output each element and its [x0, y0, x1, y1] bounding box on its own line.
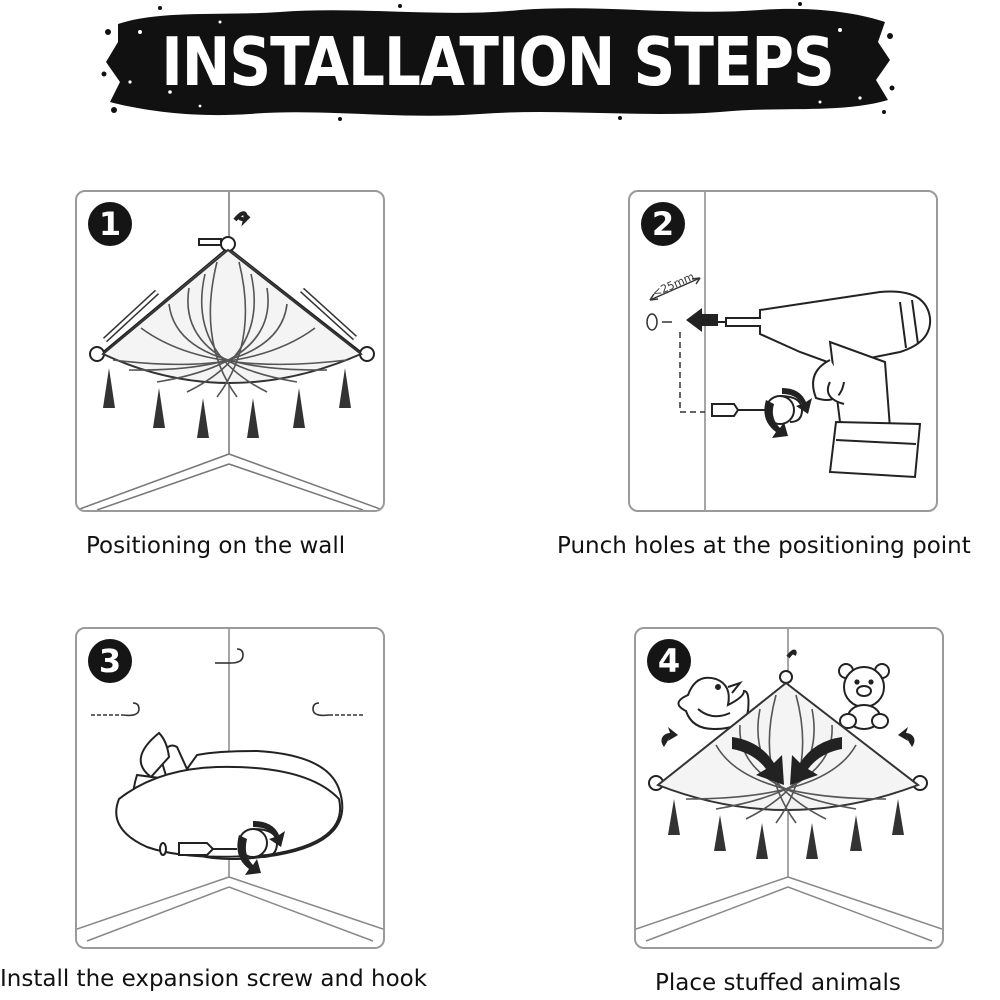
turn-arrow-icon	[661, 727, 678, 747]
ink-brush-background	[101, 2, 895, 121]
arrow-left-icon	[686, 308, 718, 332]
step-1-caption: Positioning on the wall	[86, 533, 346, 559]
step-number-badge: 2	[641, 202, 685, 246]
insert-arrow-icon	[732, 737, 784, 785]
depth-measurement-label: <25mm	[650, 270, 696, 300]
step-3-caption: Install the expansion screw and hook	[0, 966, 428, 992]
rubber-duck-icon	[677, 676, 750, 731]
step-1-panel: 1	[75, 190, 385, 512]
corner-net-positioning-illustration	[77, 192, 383, 510]
rotate-arrow-icon	[786, 649, 797, 659]
rotate-clockwise-icon	[764, 400, 788, 438]
title-banner: INSTALLATION STEPS	[100, 2, 895, 122]
step-2-caption: Punch holes at the positioning point	[557, 533, 971, 559]
drill-icon	[725, 290, 932, 479]
step-number-badge: 4	[647, 639, 691, 683]
page-title: INSTALLATION STEPS	[161, 22, 835, 102]
drill-hole-illustration: <25mm	[646, 192, 932, 510]
expansion-screw-illustration	[77, 629, 383, 942]
rotate-arrow-icon	[233, 211, 251, 227]
step-number-badge: 1	[88, 202, 132, 246]
rotate-clockwise-icon	[237, 835, 261, 875]
step-4-panel: 4	[634, 627, 944, 949]
step-2-panel: <25mm 2	[628, 190, 938, 512]
step-4-caption: Place stuffed animals	[655, 970, 901, 996]
teddy-bear-icon	[838, 663, 890, 730]
step-number-badge: 3	[88, 639, 132, 683]
step-3-panel: 3	[75, 627, 385, 949]
stuffed-animals-net-illustration	[636, 629, 942, 942]
